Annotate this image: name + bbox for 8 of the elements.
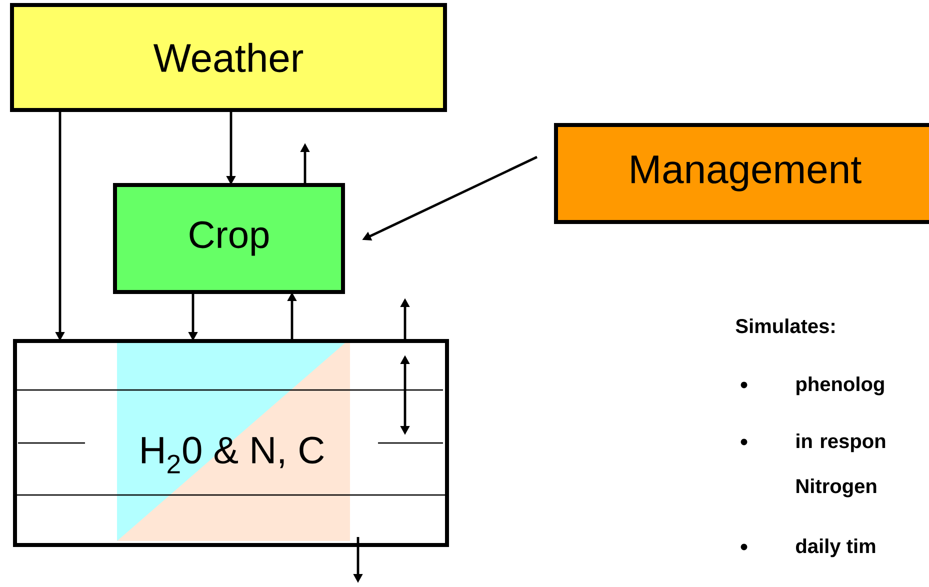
management-box: Management xyxy=(554,123,929,224)
list-item: daily tim xyxy=(796,538,876,558)
crop-box: Crop xyxy=(113,183,345,294)
weather-box: Weather xyxy=(10,3,447,112)
list-item: in respon Nitrogen xyxy=(796,434,886,498)
heading: Simulates: xyxy=(736,318,834,334)
soil-box: H$_{2}$0 & N, C xyxy=(13,339,449,547)
list-item: phenolog xyxy=(796,376,884,396)
